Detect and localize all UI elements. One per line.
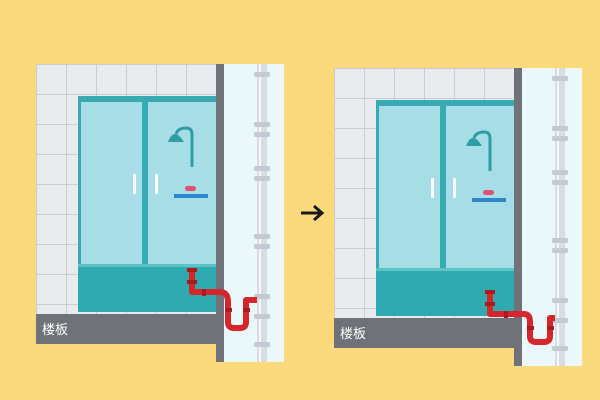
floor-label-after: 楼板 [340,327,366,342]
panel-before: 楼板 [34,62,286,364]
panel-after: 楼板 [332,66,584,368]
floor-label-before: 楼板 [42,323,68,338]
drain-pipe-after [485,290,555,345]
drain-pipe-before [187,268,257,331]
arrow-right-icon [301,204,325,222]
